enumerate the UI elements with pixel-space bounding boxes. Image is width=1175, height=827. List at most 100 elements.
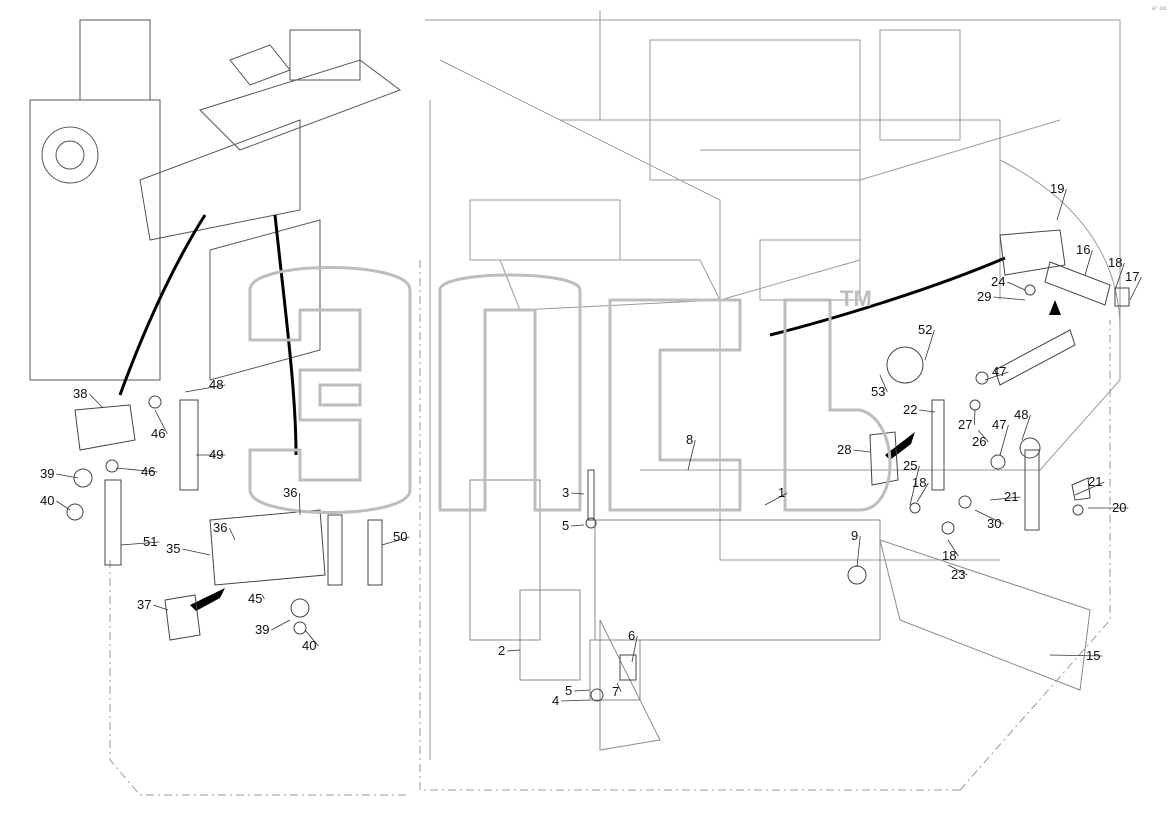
callout-24: 24 (991, 274, 1005, 289)
leader-line (182, 548, 211, 556)
leader-line (631, 635, 638, 663)
leader-line (974, 509, 1004, 525)
leader-line (984, 371, 1009, 381)
valve-block-assembly (29, 19, 402, 381)
callout-15: 15 (1086, 648, 1100, 663)
callout-39: 39 (40, 466, 54, 481)
leader-line (909, 465, 920, 506)
callout-46: 46 (141, 464, 155, 479)
callout-21: 21 (1088, 474, 1102, 489)
leader-line (924, 329, 935, 361)
leader-line (153, 604, 169, 611)
hydraulic-lines (118, 214, 1006, 456)
leader-line (977, 429, 989, 443)
corner-mark: a° oo (1152, 6, 1167, 12)
callout-18: 18 (942, 548, 956, 563)
callout-3: 3 (562, 485, 569, 500)
machine-frame-outline (425, 10, 1121, 760)
leader-line (115, 467, 158, 473)
callout-18: 18 (1108, 255, 1122, 270)
leader-line (764, 492, 788, 506)
callout-23: 23 (951, 567, 965, 582)
direction-arrows (190, 300, 1061, 611)
leader-line (120, 541, 160, 546)
callout-6: 6 (628, 628, 635, 643)
watermark-letter (248, 266, 412, 514)
callout-5: 5 (562, 518, 569, 533)
leader-line (229, 527, 236, 541)
callout-51: 51 (143, 534, 157, 549)
callout-1: 1 (778, 485, 785, 500)
leader-line (999, 424, 1009, 456)
callout-8: 8 (686, 432, 693, 447)
callout-30: 30 (987, 516, 1001, 531)
callout-48: 48 (209, 377, 223, 392)
watermark-letter (608, 298, 742, 512)
callout-47: 47 (992, 364, 1006, 379)
leader-line (853, 449, 871, 453)
callout-39: 39 (255, 622, 269, 637)
leader-line (89, 393, 104, 409)
callout-28: 28 (837, 442, 851, 457)
leader-line (507, 649, 521, 652)
leader-line (561, 699, 591, 702)
callout-45: 45 (248, 591, 262, 606)
callout-21: 21 (1004, 489, 1018, 504)
leader-line (1021, 414, 1031, 441)
leader-line (1049, 654, 1103, 657)
callout-40: 40 (302, 638, 316, 653)
leader-line (1056, 188, 1067, 221)
watermark-letter (438, 273, 582, 512)
leader-line (687, 439, 696, 471)
leader-line (916, 482, 929, 503)
leader-line (1074, 481, 1105, 496)
callout-35: 35 (166, 541, 180, 556)
leader-line (574, 689, 591, 692)
callout-4: 4 (552, 693, 559, 708)
callout-19: 19 (1050, 181, 1064, 196)
callout-16: 16 (1076, 242, 1090, 257)
callout-52: 52 (918, 322, 932, 337)
leader-line (919, 409, 936, 413)
callout-18: 18 (912, 475, 926, 490)
leader-line (299, 492, 301, 516)
leader-line (616, 682, 622, 693)
leader-line (154, 409, 168, 435)
callout-40: 40 (40, 493, 54, 508)
callout-labels: 1234556789151617181818192021212223242526… (40, 181, 1139, 708)
leader-line (571, 492, 585, 495)
leader-line (56, 473, 79, 479)
leader-line (947, 539, 959, 557)
leader-line (856, 535, 861, 568)
leader-line (974, 409, 976, 426)
callout-37: 37 (137, 597, 151, 612)
callout-47: 47 (992, 417, 1006, 432)
left-detail-parts (66, 395, 383, 641)
callout-38: 38 (73, 386, 87, 401)
callout-2: 2 (498, 643, 505, 658)
callout-49: 49 (209, 447, 223, 462)
callout-22: 22 (903, 402, 917, 417)
trademark-symbol: TM (840, 286, 872, 311)
leader-line (1114, 262, 1125, 291)
leader-line (56, 500, 71, 511)
watermark-logo: TM (248, 266, 892, 514)
leader-line (261, 594, 265, 600)
leader-line (271, 619, 291, 631)
callout-20: 20 (1112, 500, 1126, 515)
leader-line (1007, 281, 1026, 291)
leader-line (993, 296, 1026, 301)
callout-7: 7 (612, 684, 619, 699)
callout-53: 53 (871, 384, 885, 399)
callout-25: 25 (903, 458, 917, 473)
leader-line (1084, 249, 1093, 276)
callout-17: 17 (1125, 269, 1139, 284)
callout-5: 5 (565, 683, 572, 698)
leader-line (381, 536, 410, 546)
leader-line (1129, 276, 1142, 301)
leader-lines (56, 188, 1142, 702)
callout-26: 26 (972, 434, 986, 449)
callout-36: 36 (283, 485, 297, 500)
watermark-letter (318, 383, 362, 407)
